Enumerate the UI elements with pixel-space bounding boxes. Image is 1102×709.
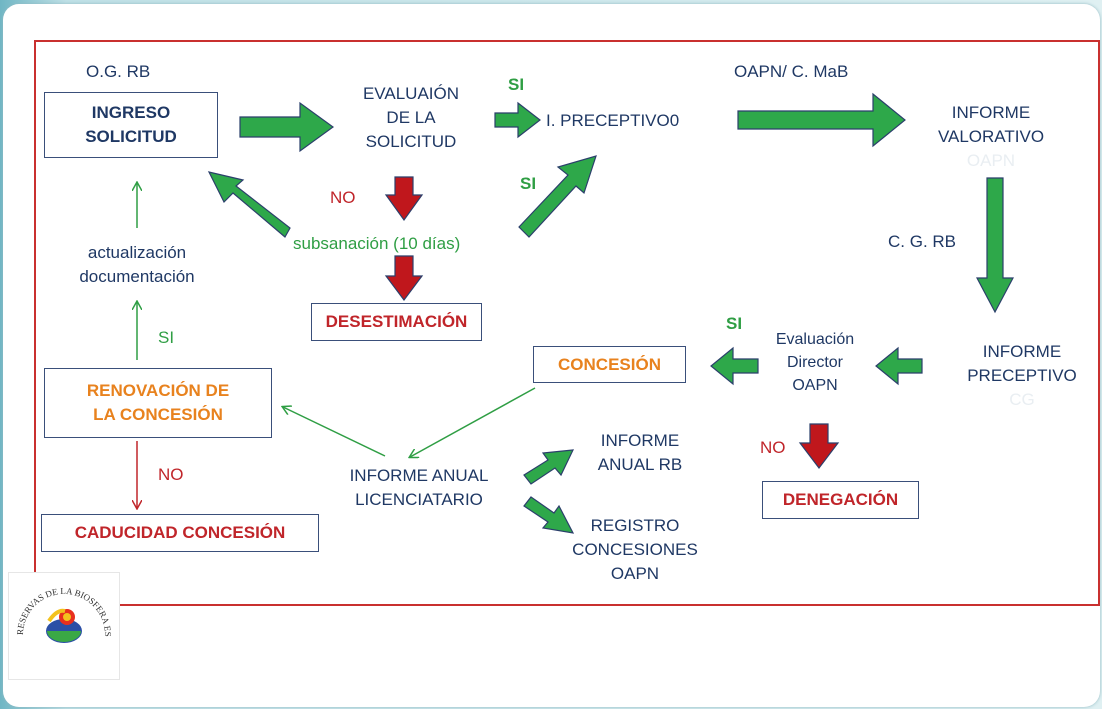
registro-line-2: CONCESIONES <box>572 540 698 559</box>
informe-valorativo-label: INFORME VALORATIVO OAPN <box>916 101 1066 173</box>
valorativo-line-2: VALORATIVO <box>937 127 1045 146</box>
arrow-subsanacion-to-ingreso <box>207 171 291 238</box>
arrow-ingreso-to-evaluacion <box>239 101 335 153</box>
registro-line-1: REGISTRO <box>590 516 680 535</box>
arrow-evaluacion-to-preceptivo <box>494 101 541 139</box>
si-top-label: SI <box>508 75 525 94</box>
renovacion-line-2: LA CONCESIÓN <box>93 405 223 424</box>
evaluacion-line-1: EVALUAIÓN <box>362 84 460 103</box>
arrow-preceptivo-to-director <box>875 346 923 386</box>
no-right-label: NO <box>760 438 786 457</box>
arrow-licenciatario-to-registro <box>523 496 575 534</box>
evaluacion-line-2: DE LA <box>386 108 436 127</box>
subsanacion-label: subsanación (10 días) <box>293 234 461 253</box>
ingreso-solicitud-box: INGRESO SOLICITUD <box>44 92 218 158</box>
renovacion-box: RENOVACIÓN DE LA CONCESIÓN <box>44 368 272 438</box>
ingreso-line-2: SOLICITUD <box>85 127 177 146</box>
i-preceptivo-label: I. PRECEPTIVO0 <box>546 111 680 130</box>
si-concesion-label: SI <box>726 314 743 333</box>
informe-anual-licenciatario-label: INFORME ANUAL LICENCIATARIO <box>334 464 504 512</box>
evaluacion-label: EVALUAIÓN DE LA SOLICITUD <box>346 82 476 154</box>
director-line-1: Evaluación <box>775 331 855 348</box>
logo-emblem: RESERVAS DE LA BIOSFERA ESPAÑOLAS <box>6 565 113 643</box>
evaluacion-director-label: Evaluación Director OAPN <box>760 328 870 397</box>
diagram-frame <box>34 40 1100 606</box>
arrow-concesion-to-licenciatario <box>410 387 536 457</box>
informe-anual-rb-label: INFORME ANUAL RB <box>580 429 700 477</box>
anual-rb-line-1: INFORME <box>600 431 680 450</box>
actualizacion-label: actualización documentación <box>62 241 212 289</box>
arrow-no-evaluacion <box>384 176 424 222</box>
arrow-licenciatario-to-informe-rb <box>523 449 575 485</box>
evaluacion-line-3: SOLICITUD <box>365 132 457 151</box>
concesion-box: CONCESIÓN <box>533 346 686 383</box>
og-rb-label: O.G. RB <box>86 62 151 81</box>
director-line-3: OAPN <box>792 377 838 394</box>
si-left-label: SI <box>158 328 175 347</box>
si-mid-label: SI <box>520 174 537 193</box>
valorativo-line-3: OAPN <box>966 151 1016 170</box>
arrow-valorativo-to-cg <box>976 177 1014 314</box>
arrow-director-to-concesion <box>710 346 759 386</box>
actualizacion-line-2: documentación <box>79 267 195 286</box>
informe-preceptivo-label: INFORME PRECEPTIVO CG <box>952 340 1092 412</box>
arrow-no-director <box>798 423 840 469</box>
no-bottom-label: NO <box>158 465 184 484</box>
arrow-subsanacion-to-desestimacion <box>384 255 424 301</box>
biosphere-reserves-logo: RESERVAS DE LA BIOSFERA ESPAÑOLAS <box>6 565 120 680</box>
licenciatario-line-2: LICENCIATARIO <box>355 490 483 509</box>
renovacion-line-1: RENOVACIÓN DE <box>86 381 230 400</box>
oapn-cmab-label: OAPN/ C. MaB <box>734 62 849 81</box>
preceptivo-line-1: INFORME <box>982 342 1062 361</box>
ingreso-line-1: INGRESO <box>91 103 171 122</box>
arrow-licenciatario-to-renovacion <box>283 407 386 457</box>
valorativo-line-1: INFORME <box>951 103 1031 122</box>
registro-line-3: OAPN <box>610 564 660 583</box>
preceptivo-line-3: CG <box>1009 390 1035 409</box>
arrow-preceptivo-to-valorativo <box>737 92 906 148</box>
no-left-label: NO <box>330 188 356 207</box>
licenciatario-line-1: INFORME ANUAL <box>349 466 489 485</box>
anual-rb-line-2: ANUAL RB <box>597 455 683 474</box>
desestimacion-box: DESESTIMACIÓN <box>311 303 482 341</box>
denegacion-box: DENEGACIÓN <box>762 481 919 519</box>
caducidad-box: CADUCIDAD CONCESIÓN <box>41 514 319 552</box>
preceptivo-line-2: PRECEPTIVO <box>967 366 1077 385</box>
registro-concesiones-label: REGISTRO CONCESIONES OAPN <box>560 514 710 586</box>
director-line-2: Director <box>786 354 843 371</box>
actualizacion-line-1: actualización <box>87 243 187 262</box>
arrow-subsanacion-to-preceptivo <box>518 155 597 238</box>
cg-rb-label: C. G. RB <box>888 232 957 251</box>
